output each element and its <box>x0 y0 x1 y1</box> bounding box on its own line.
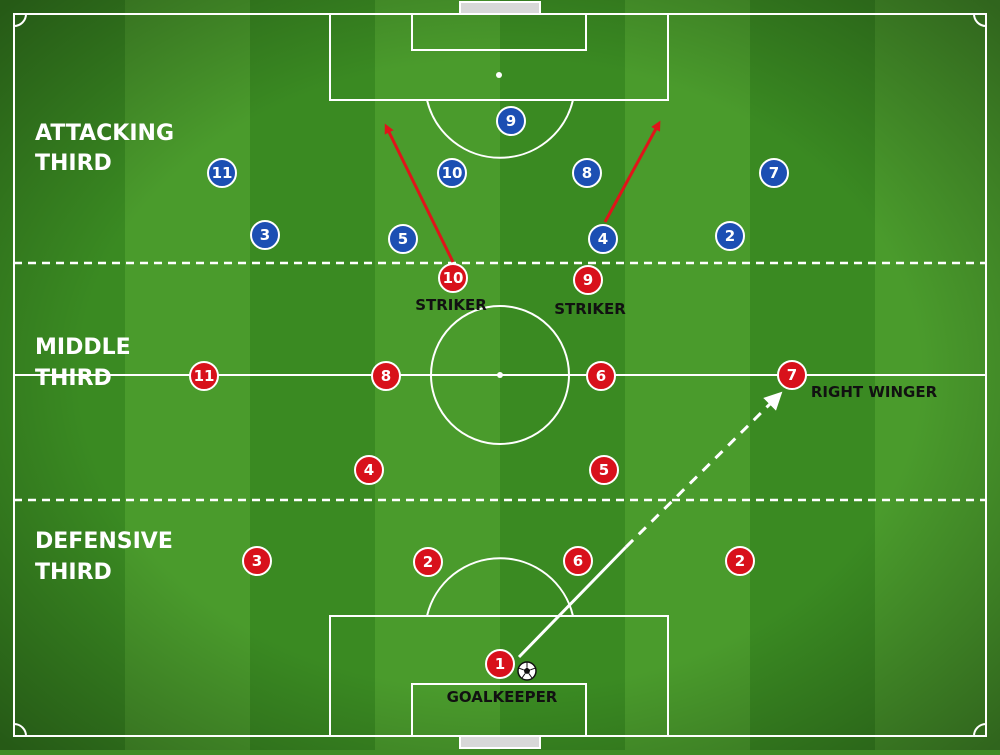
red-player: 6 <box>563 546 593 576</box>
striker-left-run-arrow <box>384 123 455 263</box>
blue-player-number: 4 <box>598 230 608 248</box>
center-circle <box>430 305 570 445</box>
blue-team: 9 11 10 8 7 3 5 4 2 <box>207 106 789 254</box>
striker-left-label: STRIKER <box>415 296 487 314</box>
corner-arc-bottom-left <box>13 723 27 737</box>
blue-player-number: 7 <box>769 164 779 182</box>
red-player: 1 <box>485 649 515 679</box>
red-player-number: 10 <box>443 269 464 287</box>
blue-player: 3 <box>250 220 280 250</box>
red-player: 4 <box>354 455 384 485</box>
blue-player: 8 <box>572 158 602 188</box>
bottom-goal <box>459 735 541 749</box>
top-goal <box>459 1 541 15</box>
bottom-penalty-arc <box>426 557 574 617</box>
red-player-number: 6 <box>596 367 606 385</box>
zone-labels: ATTACKING THIRD MIDDLE THIRD DEFENSIVE T… <box>35 121 174 585</box>
striker-right-label: STRIKER <box>554 300 626 318</box>
blue-player-number: 8 <box>582 164 592 182</box>
zone-label-attacking-2: THIRD <box>35 151 112 176</box>
red-player-number: 6 <box>573 552 583 570</box>
red-player: 10 <box>438 263 468 293</box>
blue-player: 2 <box>715 221 745 251</box>
red-player-number: 3 <box>252 552 262 570</box>
blue-player-number: 5 <box>398 230 408 248</box>
blue-player: 10 <box>437 158 467 188</box>
blue-player: 11 <box>207 158 237 188</box>
soccer-ball-icon <box>517 661 537 681</box>
blue-player: 5 <box>388 224 418 254</box>
red-player: 11 <box>189 361 219 391</box>
red-player: 8 <box>371 361 401 391</box>
red-player-number: 5 <box>599 461 609 479</box>
red-player-number: 4 <box>364 461 374 479</box>
red-player-number: 1 <box>495 655 505 673</box>
blue-player-number: 11 <box>212 164 233 182</box>
right-winger-label: RIGHT WINGER <box>811 383 938 401</box>
blue-player: 4 <box>588 224 618 254</box>
corner-arc-top-right <box>973 13 987 27</box>
blue-player-number: 2 <box>725 227 735 245</box>
zone-label-attacking-1: ATTACKING <box>35 121 174 146</box>
role-labels: STRIKER STRIKER RIGHT WINGER GOALKEEPER <box>415 296 937 706</box>
red-player-number: 2 <box>423 553 433 571</box>
penalty-spot-top <box>496 72 502 78</box>
blue-player-number: 9 <box>506 112 516 130</box>
zone-label-defensive-1: DEFENSIVE <box>35 529 173 554</box>
red-player-number: 11 <box>194 367 215 385</box>
center-spot <box>497 372 503 378</box>
red-player: 3 <box>242 546 272 576</box>
red-player: 7 <box>777 360 807 390</box>
red-player: 6 <box>586 361 616 391</box>
blue-player-number: 10 <box>442 164 463 182</box>
red-player-number: 9 <box>583 271 593 289</box>
goalkeeper-label: GOALKEEPER <box>447 688 558 706</box>
red-player-number: 7 <box>787 366 797 384</box>
red-player: 2 <box>413 547 443 577</box>
goal-kick-solid-arrow <box>517 545 628 659</box>
blue-player: 9 <box>496 106 526 136</box>
red-player: 5 <box>589 455 619 485</box>
red-team: 1 2 6 3 2 4 5 11 8 6 7 10 9 <box>189 263 807 679</box>
blue-player: 7 <box>759 158 789 188</box>
corner-arc-top-left <box>13 13 27 27</box>
red-player-number: 2 <box>735 552 745 570</box>
top-penalty-arc <box>426 99 574 159</box>
zone-label-middle-1: MIDDLE <box>35 335 131 360</box>
red-player-number: 8 <box>381 367 391 385</box>
zone-label-middle-2: THIRD <box>35 366 112 391</box>
striker-right-run-arrow <box>603 120 661 223</box>
red-player: 9 <box>573 265 603 295</box>
red-player: 2 <box>725 546 755 576</box>
zone-label-defensive-2: THIRD <box>35 560 112 585</box>
movement-arrows <box>384 120 783 659</box>
blue-player-number: 3 <box>260 226 270 244</box>
corner-arc-bottom-right <box>973 723 987 737</box>
